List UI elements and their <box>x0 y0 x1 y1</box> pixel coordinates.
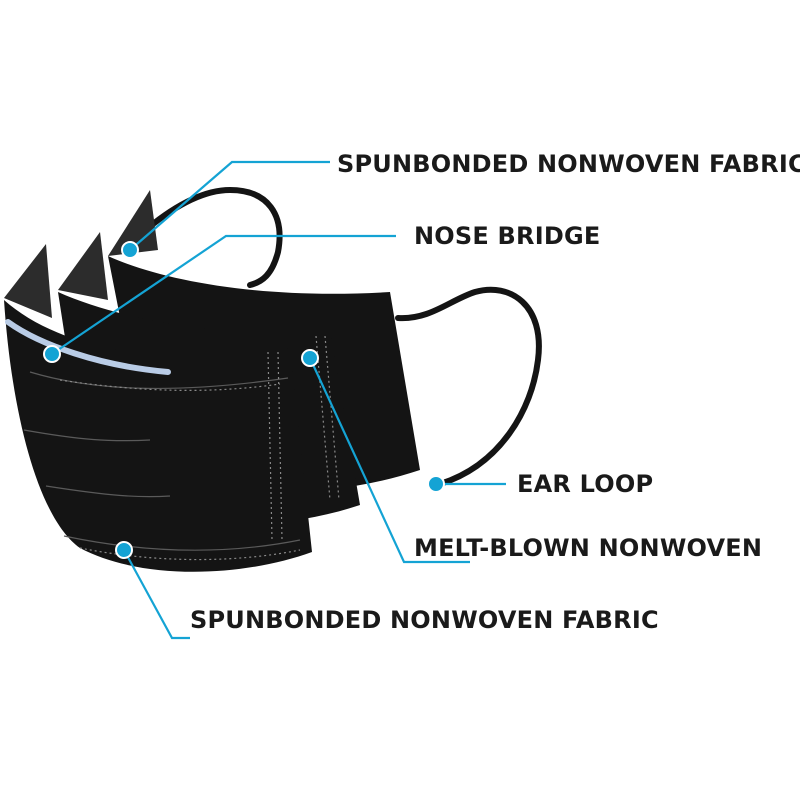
label-bottom-inner-fabric: SPUNBONDED NONWOVEN FABRIC <box>190 606 659 634</box>
label-melt-blown: MELT-BLOWN NONWOVEN <box>414 534 762 562</box>
leader-nose-bridge <box>51 234 396 355</box>
mask-layer-outer <box>4 244 312 572</box>
label-ear-loop: EAR LOOP <box>517 470 653 498</box>
label-top-outer-fabric: SPUNBONDED NONWOVEN FABRIC <box>337 150 800 178</box>
callout-dot-nose-bridge <box>43 345 61 363</box>
callout-dot-top-outer-fabric <box>121 241 139 259</box>
leader-top-outer-fabric <box>129 160 330 251</box>
nose-wire <box>5 319 171 375</box>
callout-dot-ear-loop <box>427 475 445 493</box>
callout-dot-melt-blown <box>301 349 319 367</box>
ear-loop-back <box>145 186 283 288</box>
label-nose-bridge: NOSE BRIDGE <box>414 222 600 250</box>
leader-melt-blown <box>309 357 470 564</box>
callout-dot-bottom-inner-fabric <box>115 541 133 559</box>
ear-loop-front <box>395 286 542 487</box>
leader-bottom-inner-fabric <box>123 549 190 640</box>
